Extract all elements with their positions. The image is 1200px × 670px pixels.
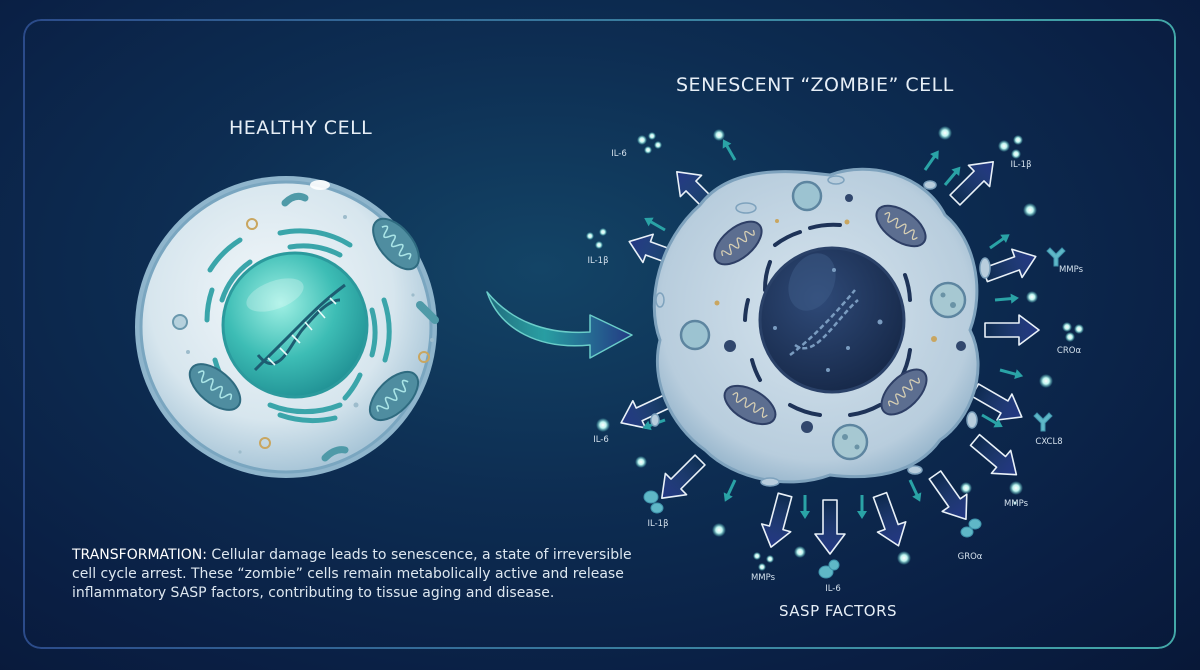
- sasp-label-cxcl8-right: CXCL8: [1035, 437, 1063, 447]
- healthy-cell-illustration: [135, 176, 439, 478]
- sasp-label-mmps-lower-right: MMPs: [1003, 499, 1029, 509]
- healthy-cell-title: HEALTHY CELL: [229, 117, 373, 139]
- sasp-label-il6-bottom: IL-6: [825, 584, 841, 594]
- transformation-caption: TRANSFORMATION: Cellular damage leads to…: [72, 546, 632, 603]
- sasp-label-mmps-right: MMPs: [1058, 265, 1084, 275]
- sasp-label-il6-top-left: IL-6: [611, 149, 627, 159]
- senescent-cell-illustration: [650, 167, 991, 487]
- sasp-factors-title: SASP FACTORS: [779, 602, 898, 620]
- sasp-label-groa-bottom: GROα: [957, 552, 983, 562]
- senescent-cell-title: SENESCENT “ZOMBIE” CELL: [676, 74, 954, 96]
- sasp-label-mmps-bottom: MMPs: [750, 573, 776, 583]
- transformation-arrow: [486, 291, 633, 359]
- sasp-label-il6-left: IL-6: [593, 435, 609, 445]
- caption-body: Cellular damage leads to senescence, a s…: [72, 547, 632, 601]
- sasp-label-croa-right: CROα: [1056, 346, 1082, 356]
- sasp-label-il1b-left: IL-1β: [587, 256, 609, 266]
- sasp-particles: [586, 126, 1084, 579]
- sasp-label-il1b-top-right: IL-1β: [1010, 160, 1032, 170]
- sasp-label-il1b-bottom-left: IL-1β: [647, 519, 669, 529]
- caption-lead: TRANSFORMATION:: [72, 547, 207, 563]
